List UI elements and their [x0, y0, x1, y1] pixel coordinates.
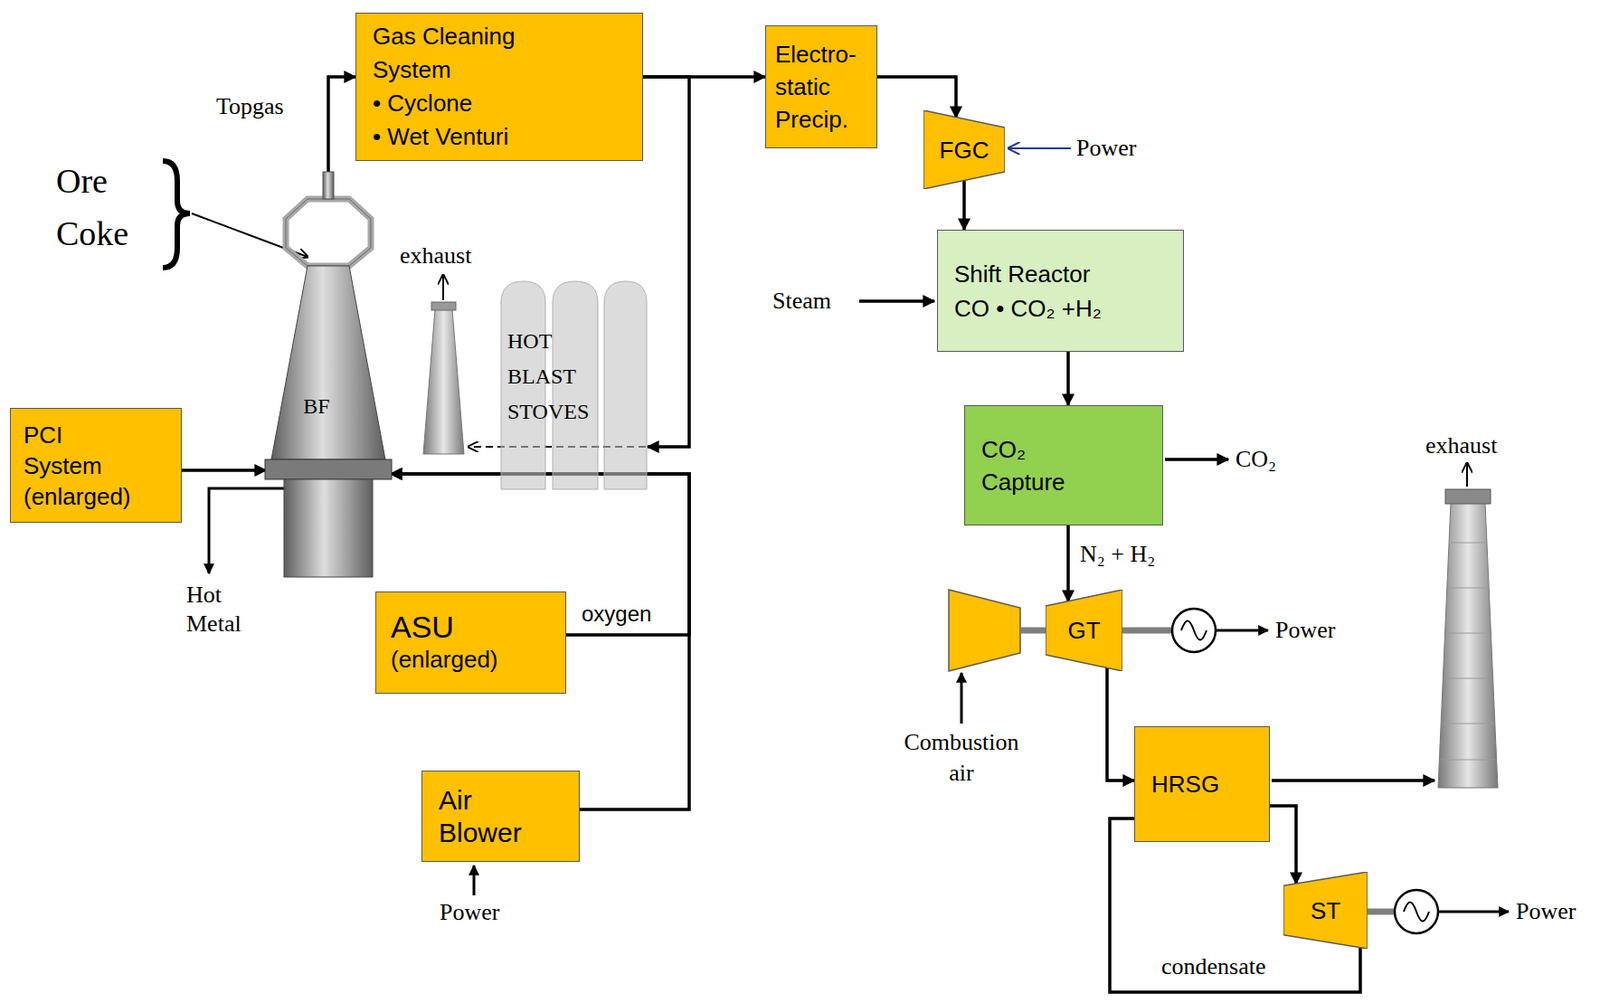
- node-label: HRSG: [1151, 768, 1220, 800]
- blast-furnace-outline: [262, 171, 398, 579]
- flow-label: condensate: [1159, 953, 1269, 981]
- node-label: GT: [1067, 616, 1100, 644]
- annotation-label: Power: [1515, 898, 1576, 926]
- exhaust-arrow: [1466, 463, 1468, 487]
- air-arrow: [960, 672, 964, 724]
- stack-cap: [1445, 489, 1491, 504]
- shaft: [1367, 908, 1395, 916]
- annotation-label: Hot Metal: [186, 580, 268, 639]
- capture-box: CO₂ Capture: [964, 405, 1164, 526]
- flow-arrow: [962, 179, 966, 230]
- node-label: (enlarged): [390, 643, 499, 676]
- flow-arrow: [1269, 805, 1297, 884]
- flow-label: Topgas: [214, 93, 286, 121]
- generator-wave: [1403, 902, 1430, 922]
- node-label: Air Blower: [438, 784, 543, 850]
- node-label: ASU: [390, 610, 455, 644]
- compressor-symbol: [948, 589, 1021, 672]
- generator-symbol: [1394, 889, 1439, 934]
- node-label: BF: [296, 392, 337, 420]
- feed-bracket: [162, 160, 190, 268]
- node-label: PCI System (enlarged): [23, 419, 142, 512]
- generator-symbol: [1172, 608, 1216, 653]
- annotation-label: CO₂: [1235, 445, 1277, 474]
- node-label: HOT BLAST STOVES: [507, 323, 624, 430]
- annotation-label: Ore: [56, 160, 108, 201]
- flow-label: oxygen: [579, 600, 654, 628]
- node-label: CO₂ Capture: [981, 433, 1099, 499]
- node-label: FGC: [939, 136, 990, 164]
- generator-wave: [1181, 621, 1207, 641]
- shaft: [1122, 627, 1173, 635]
- node-label: ST: [1310, 897, 1341, 925]
- stack-cap: [431, 302, 456, 311]
- shaft: [1020, 627, 1046, 635]
- co2-arrow: [1164, 457, 1229, 462]
- annotation-label: exhaust: [399, 242, 472, 270]
- reactor-box: Shift Reactor CO • CO₂ +H₂: [937, 229, 1184, 352]
- stack-rings: [1440, 542, 1496, 760]
- annotation-label: Power: [1275, 616, 1335, 644]
- process-box: HRSG: [1134, 726, 1270, 843]
- tap-arrow: [208, 488, 285, 574]
- stove-group: HOT BLAST STOVES: [500, 280, 648, 490]
- flow-arrow: [181, 468, 266, 473]
- flow-arrow: [877, 76, 957, 118]
- annotation-label: Steam: [772, 287, 832, 315]
- flow-arrow: [1066, 525, 1070, 602]
- turbine-box: GT: [1045, 589, 1123, 672]
- turbine-box: ST: [1283, 871, 1368, 949]
- annotation-label: Combustion air: [890, 727, 1032, 789]
- compressor-box: FGC: [923, 110, 1005, 190]
- annotation-label: Coke: [56, 213, 129, 254]
- steam-arrow: [859, 299, 935, 303]
- blast-furnace: BF: [262, 171, 398, 579]
- stove-stack: [423, 309, 464, 455]
- process-box: Gas Cleaning System• Cyclone• Wet Ventur…: [355, 12, 644, 161]
- node-label: Electro- static Precip.: [775, 37, 868, 136]
- power-arrow: [1438, 910, 1509, 914]
- process-box: ASU(enlarged): [375, 591, 567, 694]
- annotation-label: Power: [439, 899, 500, 927]
- flue-arrow: [1271, 778, 1435, 783]
- process-box: PCI System (enlarged): [9, 407, 182, 523]
- node-label: Shift Reactor CO • CO₂ +H₂: [954, 256, 1122, 326]
- node-label: Gas Cleaning System: [372, 19, 545, 87]
- power-arrow: [1215, 629, 1269, 633]
- main-stack: [1438, 502, 1498, 788]
- exhaust-arrow: [442, 274, 445, 301]
- node-label: • Cyclone: [372, 86, 473, 121]
- flow-arrow: [643, 76, 690, 447]
- flow-arrow: [1107, 667, 1135, 781]
- node-label: • Wet Venturi: [372, 120, 509, 154]
- annotation-label: exhaust: [1425, 432, 1497, 460]
- flow-arrow: [1109, 818, 1361, 993]
- power-arrow: [1008, 147, 1071, 150]
- power-arrow: [473, 865, 476, 896]
- annotation-label: Power: [1076, 134, 1137, 162]
- process-box: Electro- static Precip.: [765, 25, 878, 149]
- process-box: Air Blower: [421, 770, 580, 862]
- flow-arrow: [328, 76, 356, 172]
- flow-arrow: [1066, 351, 1070, 406]
- flow-label: N₂ + H₂: [1078, 540, 1157, 569]
